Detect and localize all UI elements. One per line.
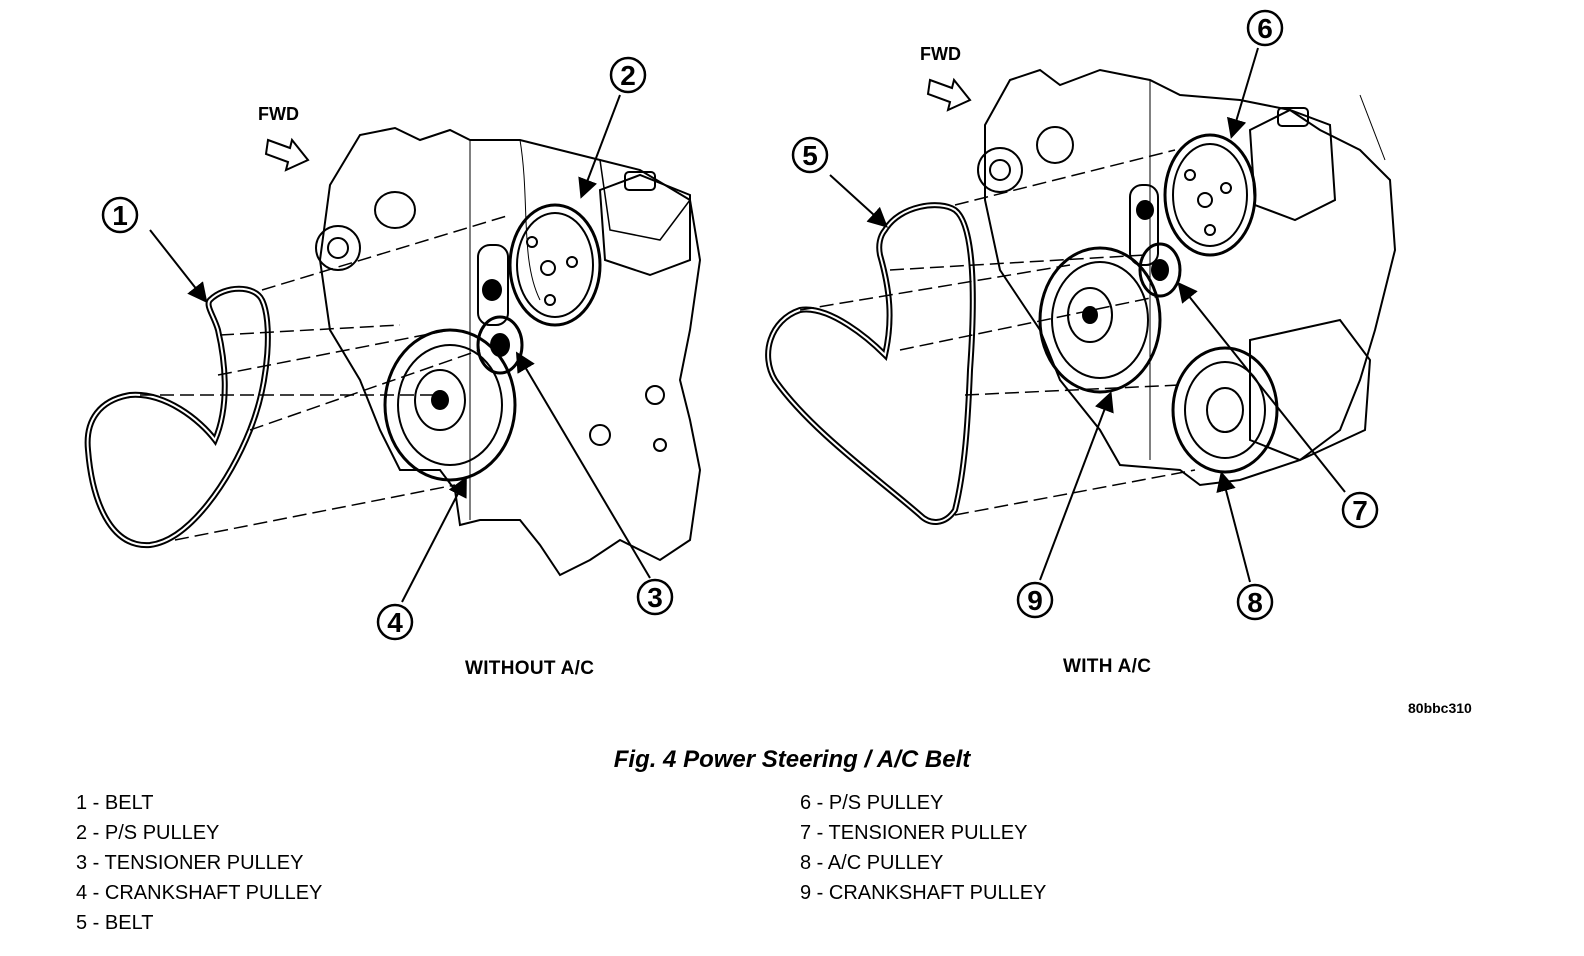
svg-text:1: 1 <box>112 200 128 231</box>
svg-text:2: 2 <box>620 60 636 91</box>
crankshaft-pulley-right <box>1038 246 1162 394</box>
svg-text:FWD: FWD <box>920 44 961 64</box>
fwd-arrow-right: FWD <box>920 44 972 112</box>
belt-routing-diagram: FWD 1 2 3 4 <box>84 9 1397 641</box>
svg-text:4: 4 <box>387 607 403 638</box>
legend-item: 4 - CRANKSHAFT PULLEY <box>76 882 323 904</box>
legend-item: 5 - BELT <box>76 912 154 934</box>
callout-8: 8 <box>1216 471 1274 621</box>
svg-text:6: 6 <box>1257 13 1273 44</box>
callout-2: 2 <box>578 56 647 199</box>
ps-pulley-left <box>508 203 602 327</box>
belt-5-loop <box>765 202 976 525</box>
projection-lines-right <box>799 149 1196 516</box>
legend-left: 1 - BELT 2 - P/S PULLEY 3 - TENSIONER PU… <box>76 788 322 938</box>
belt-1-loop <box>84 285 271 549</box>
engine-with-ac <box>977 68 1397 487</box>
callout-7: 7 <box>1177 281 1379 529</box>
callout-4: 4 <box>376 476 467 641</box>
engine-without-ac <box>315 126 702 577</box>
view-label-without-ac: WITHOUT A/C <box>465 658 595 679</box>
svg-text:3: 3 <box>647 582 663 613</box>
svg-text:8: 8 <box>1247 587 1263 618</box>
figure-caption: Fig. 4 Power Steering / A/C Belt <box>613 746 971 773</box>
callout-5: 5 <box>791 136 888 228</box>
callout-9: 9 <box>1016 391 1114 619</box>
legend-item: 3 - TENSIONER PULLEY <box>76 852 304 874</box>
legend-item: 7 - TENSIONER PULLEY <box>800 822 1028 844</box>
legend-item: 9 - CRANKSHAFT PULLEY <box>800 882 1047 904</box>
svg-text:FWD: FWD <box>258 104 299 124</box>
legend-item: 2 - P/S PULLEY <box>76 822 220 844</box>
legend-item: 1 - BELT <box>76 792 154 814</box>
callout-3: 3 <box>515 351 674 616</box>
tensioner-pulley-left <box>476 244 524 375</box>
ac-pulley <box>1171 318 1372 474</box>
view-label-with-ac: WITH A/C <box>1063 656 1152 677</box>
svg-text:5: 5 <box>802 140 818 171</box>
figure-code: 80bbc310 <box>1408 700 1472 716</box>
legend-item: 8 - A/C PULLEY <box>800 852 944 874</box>
ps-pulley-right <box>1163 133 1257 257</box>
projection-lines-left <box>140 214 511 541</box>
callout-6: 6 <box>1227 9 1284 139</box>
svg-text:7: 7 <box>1352 495 1368 526</box>
callout-1: 1 <box>101 196 208 304</box>
fwd-arrow-left: FWD <box>258 104 310 172</box>
legend-right: 6 - P/S PULLEY 7 - TENSIONER PULLEY 8 - … <box>800 788 1046 908</box>
legend-item: 6 - P/S PULLEY <box>800 792 944 814</box>
svg-text:9: 9 <box>1027 585 1043 616</box>
